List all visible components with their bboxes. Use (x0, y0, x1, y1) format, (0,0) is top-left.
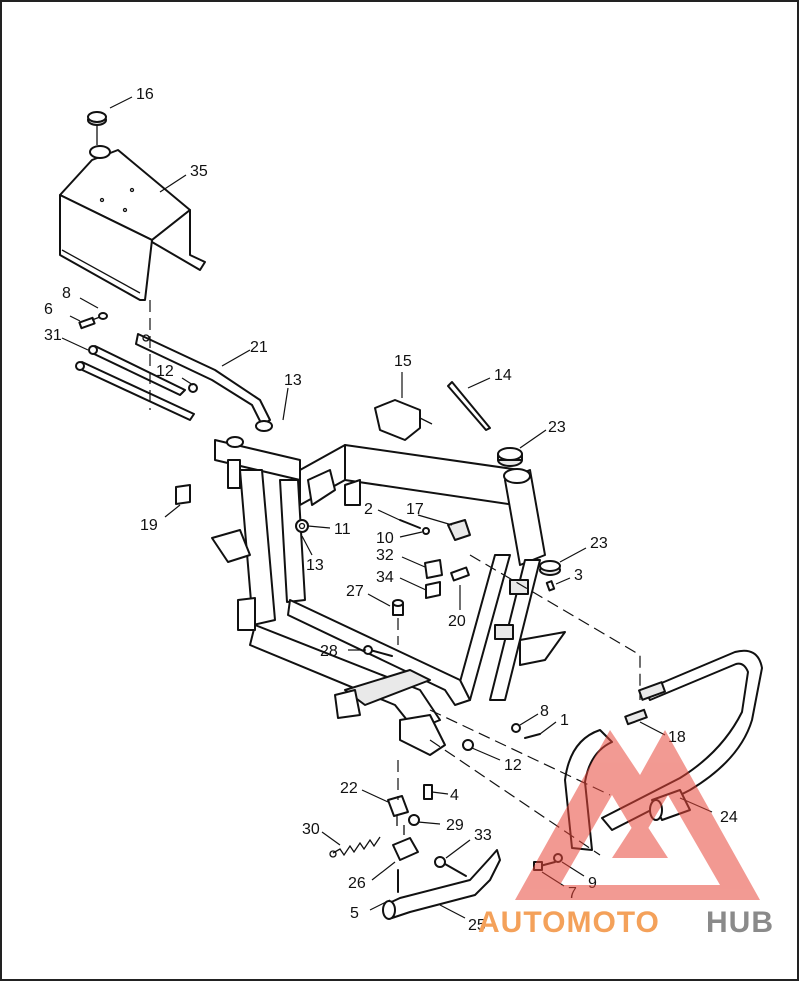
part-20-fitting (450, 566, 470, 582)
part-29-nut (408, 814, 420, 826)
callout-23-upper: 23 (548, 419, 566, 436)
callout-27: 27 (346, 583, 364, 600)
part-10-washer (422, 527, 430, 535)
callout-1: 1 (560, 712, 569, 729)
part-23-cup-upper (497, 447, 523, 467)
callout-28: 28 (320, 643, 338, 660)
callout-13-upper: 13 (284, 372, 302, 389)
part-12-nut-upper (188, 383, 198, 393)
callout-34: 34 (376, 569, 394, 586)
callout-12-lower: 12 (504, 757, 522, 774)
watermark-triangle-icon (515, 730, 760, 900)
callout-31: 31 (44, 327, 62, 344)
callout-10: 10 (376, 530, 394, 547)
callout-12-upper: 12 (156, 363, 174, 380)
callout-5: 5 (350, 905, 359, 922)
callout-35: 35 (190, 163, 208, 180)
watermark-text-automoto: AUTOMOTO (478, 906, 660, 939)
callout-16: 16 (136, 86, 154, 103)
callout-17: 17 (406, 501, 424, 518)
callout-24: 24 (720, 809, 738, 826)
part-8-washer (98, 312, 108, 320)
watermark-text: AUTOMOTO HUB (478, 906, 774, 939)
part-11-nut (295, 519, 309, 533)
main-frame (211, 420, 566, 756)
part-1-screw (524, 733, 541, 739)
part-4-bolt (423, 784, 433, 800)
part-16-grommet (87, 111, 107, 126)
callout-9: 9 (588, 875, 597, 892)
part-22-bracket (387, 795, 409, 826)
callout-23-lower: 23 (590, 535, 608, 552)
callout-18: 18 (668, 729, 686, 746)
callout-13-lower: 13 (306, 557, 324, 574)
callout-8-upper: 8 (62, 285, 71, 302)
part-27-sleeve (392, 599, 404, 616)
callout-6: 6 (44, 301, 53, 318)
part-12-nut-lower (462, 739, 474, 751)
callout-22: 22 (340, 780, 358, 797)
part-34-clip (425, 581, 441, 599)
part-32-clip (424, 559, 443, 579)
callout-25: 25 (468, 917, 486, 934)
watermark-text-hub: HUB (706, 906, 774, 939)
callout-32: 32 (376, 547, 394, 564)
callout-11: 11 (334, 521, 351, 538)
part-17-plug (447, 519, 471, 541)
callout-30: 30 (302, 821, 320, 838)
part-33-bolt (434, 856, 467, 877)
callout-19: 19 (140, 517, 158, 534)
part-26-bracket (392, 825, 419, 861)
part-35-cover (59, 125, 206, 301)
part-8-washer-lower (511, 723, 521, 733)
callout-4: 4 (450, 787, 459, 804)
callout-21: 21 (250, 339, 268, 356)
callout-3: 3 (574, 567, 583, 584)
callout-15: 15 (394, 353, 412, 370)
part-15-bracket (374, 399, 433, 441)
part-19-label (175, 484, 191, 505)
part-23-cup-lower (539, 560, 561, 576)
callout-29: 29 (446, 817, 464, 834)
part-3-pin (545, 580, 556, 592)
callout-26: 26 (348, 875, 366, 892)
part-14-strap (447, 381, 491, 431)
callout-20: 20 (448, 613, 466, 630)
watermark-logo (515, 730, 760, 900)
callout-14: 14 (494, 367, 512, 384)
callout-8-lower: 8 (540, 703, 549, 720)
part-25-side-stand (382, 849, 501, 920)
part-30-spring (329, 836, 381, 858)
callout-2: 2 (364, 501, 373, 518)
part-6-bolt (78, 316, 101, 330)
callout-33: 33 (474, 827, 492, 844)
